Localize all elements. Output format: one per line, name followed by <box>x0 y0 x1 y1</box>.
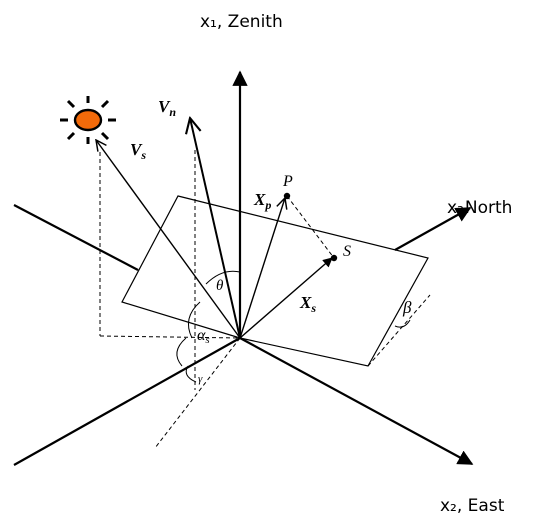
gamma-arc <box>185 365 197 383</box>
xp-vector-sub: p <box>264 198 271 212</box>
north-label: x₃North <box>447 198 512 218</box>
normal-vector-letter: V <box>158 97 171 116</box>
alpha-arc-lower <box>176 337 187 367</box>
beta-label: β <box>402 298 412 317</box>
alpha-arc <box>187 301 201 339</box>
east-axis-back <box>13 204 139 271</box>
theta-arc <box>205 270 241 285</box>
p-to-s-line <box>286 195 335 259</box>
normal-vector <box>190 118 241 339</box>
sun-icon <box>60 96 116 144</box>
beta-arc <box>394 319 411 328</box>
sun-vector-sub: s <box>140 148 146 162</box>
azimuth-reference-line <box>154 337 241 449</box>
xp-vector-label: Xp <box>253 190 271 212</box>
point-s-marker <box>330 254 338 262</box>
theta-label: θ <box>216 278 224 294</box>
point-p-marker <box>283 192 291 200</box>
tilted-plane <box>121 195 429 367</box>
east-label: x₂, East <box>440 496 505 516</box>
alpha-label: αs <box>197 327 210 346</box>
north-label-prefix: x₃ <box>447 198 464 218</box>
xs-vector <box>239 257 333 339</box>
sun-vector-letter: V <box>130 140 143 159</box>
normal-vector-sub: n <box>169 105 176 119</box>
gamma-label: γ <box>198 373 203 385</box>
beta-reference-line <box>367 294 431 367</box>
alpha-sub: s <box>205 334 209 346</box>
xp-vector-letter: X <box>253 190 266 209</box>
sun-vector <box>96 140 241 339</box>
xs-vector-letter: X <box>299 293 312 312</box>
xs-vector-sub: s <box>310 301 316 315</box>
east-axis <box>239 337 474 465</box>
north-axis <box>394 207 472 251</box>
point-s-label: S <box>343 243 351 260</box>
sun-vector-label: Vs <box>130 140 146 162</box>
alpha-letter: α <box>197 327 206 344</box>
north-axis-back <box>13 337 241 466</box>
sun-projection-horizontal <box>99 335 241 339</box>
north-label-word: North <box>465 198 513 218</box>
xp-vector <box>239 198 285 339</box>
zenith-label: x₁, Zenith <box>200 12 283 32</box>
xs-vector-label: Xs <box>299 293 316 315</box>
point-p-label: P <box>282 173 293 190</box>
normal-vector-label: Vn <box>158 97 176 119</box>
